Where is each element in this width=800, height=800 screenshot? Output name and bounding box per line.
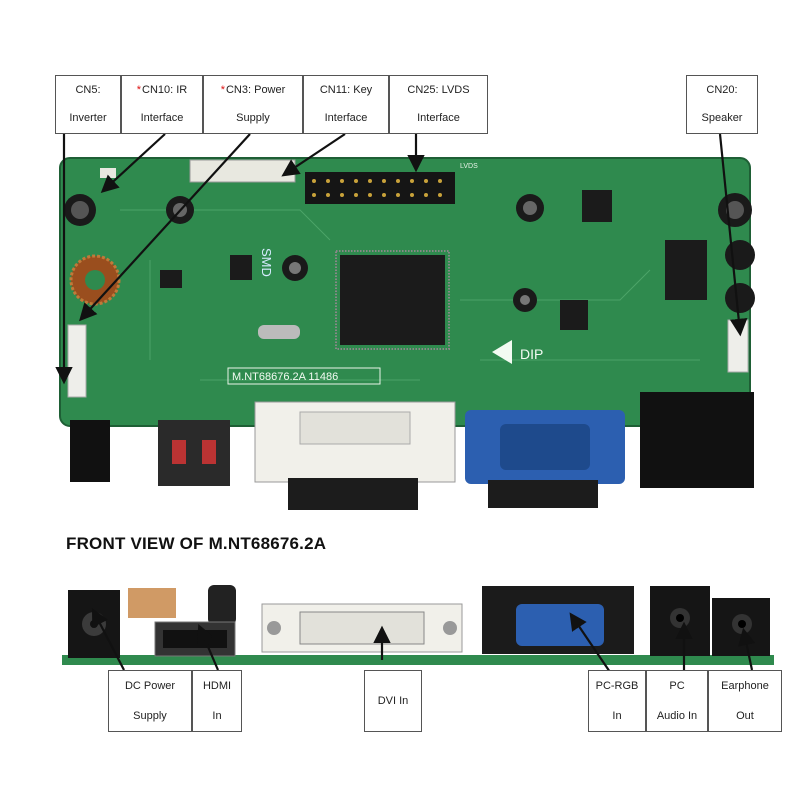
label-pc-audio: PC Audio In: [646, 670, 708, 732]
main-ic: [340, 255, 445, 345]
label-cn5: CN5: Inverter: [55, 75, 121, 134]
label-pc-rgb: PC-RGB In: [588, 670, 646, 732]
vga-edge: [516, 604, 604, 646]
front-board: LVDS: [59, 157, 755, 510]
label-cn5-line1: CN5:: [75, 83, 101, 96]
label-cn10: *CN10: IR Interface: [121, 75, 203, 134]
label-cn11-line2: Interface: [324, 112, 368, 125]
label-cn20: CN20: Speaker: [686, 75, 758, 134]
label-pc-rgb-line2: In: [612, 709, 622, 722]
label-cn11: CN11: Key Interface: [303, 75, 389, 134]
board-marking: M.NT68676.2A 11486: [232, 371, 338, 383]
cn3-connector: [189, 159, 296, 183]
label-cn5-line2: Inverter: [69, 112, 107, 125]
label-dc-power: DC Power Supply: [108, 670, 192, 732]
star-marker: *: [220, 83, 225, 96]
capacitors: [64, 193, 755, 313]
edge-board: [62, 585, 774, 665]
label-dvi: DVI In: [364, 670, 422, 732]
label-pc-rgb-line1: PC-RGB: [595, 679, 639, 692]
lvds-header: [305, 172, 455, 204]
label-hdmi: HDMI In: [192, 670, 242, 732]
smd-silk: SMD: [259, 248, 274, 277]
label-cn10-line2: Interface: [140, 112, 184, 125]
label-cn3-line1: CN3: Power: [225, 83, 286, 96]
cn20-connector: [727, 319, 749, 373]
cn10-connector: [100, 168, 116, 178]
label-dc-power-line2: Supply: [133, 709, 167, 722]
label-cn3-line2: Supply: [236, 112, 270, 125]
label-cn25: CN25: LVDS Interface: [389, 75, 488, 134]
label-cn20-line1: CN20:: [706, 83, 738, 96]
lvds-silk: LVDS: [460, 163, 478, 170]
label-pc-audio-line2: Audio In: [656, 709, 698, 722]
label-cn10-line1: CN10: IR: [142, 83, 188, 96]
label-cn3: *CN3: Power Supply: [203, 75, 303, 134]
label-dvi-line1: DVI In: [377, 694, 409, 707]
label-earphone-line2: Out: [736, 709, 754, 722]
label-hdmi-line2: In: [212, 709, 222, 722]
audio-ic: [665, 240, 707, 300]
crystal: [258, 325, 300, 339]
label-cn25-line1: CN25: LVDS: [407, 83, 470, 96]
label-cn11-line1: CN11: Key: [319, 83, 373, 96]
earphone-jack-top: [702, 392, 754, 488]
label-earphone: Earphone Out: [708, 670, 782, 732]
label-cn25-line2: Interface: [417, 112, 460, 125]
page-title: FRONT VIEW OF M.NT68676.2A: [66, 534, 327, 553]
hdmi-top: [158, 420, 230, 486]
label-earphone-line1: Earphone: [721, 679, 769, 692]
cn5-connector: [67, 324, 87, 398]
label-dc-power-line1: DC Power: [124, 679, 176, 692]
dip-silk: DIP: [520, 346, 543, 362]
label-hdmi-line1: HDMI: [202, 679, 232, 692]
callout-arrows: [55, 133, 756, 676]
audio-jack-top: [640, 392, 702, 488]
label-pc-audio-line1: PC: [669, 679, 685, 692]
label-cn20-line2: Speaker: [701, 112, 743, 125]
star-marker: *: [136, 83, 142, 96]
dc-jack-top: [70, 420, 110, 482]
